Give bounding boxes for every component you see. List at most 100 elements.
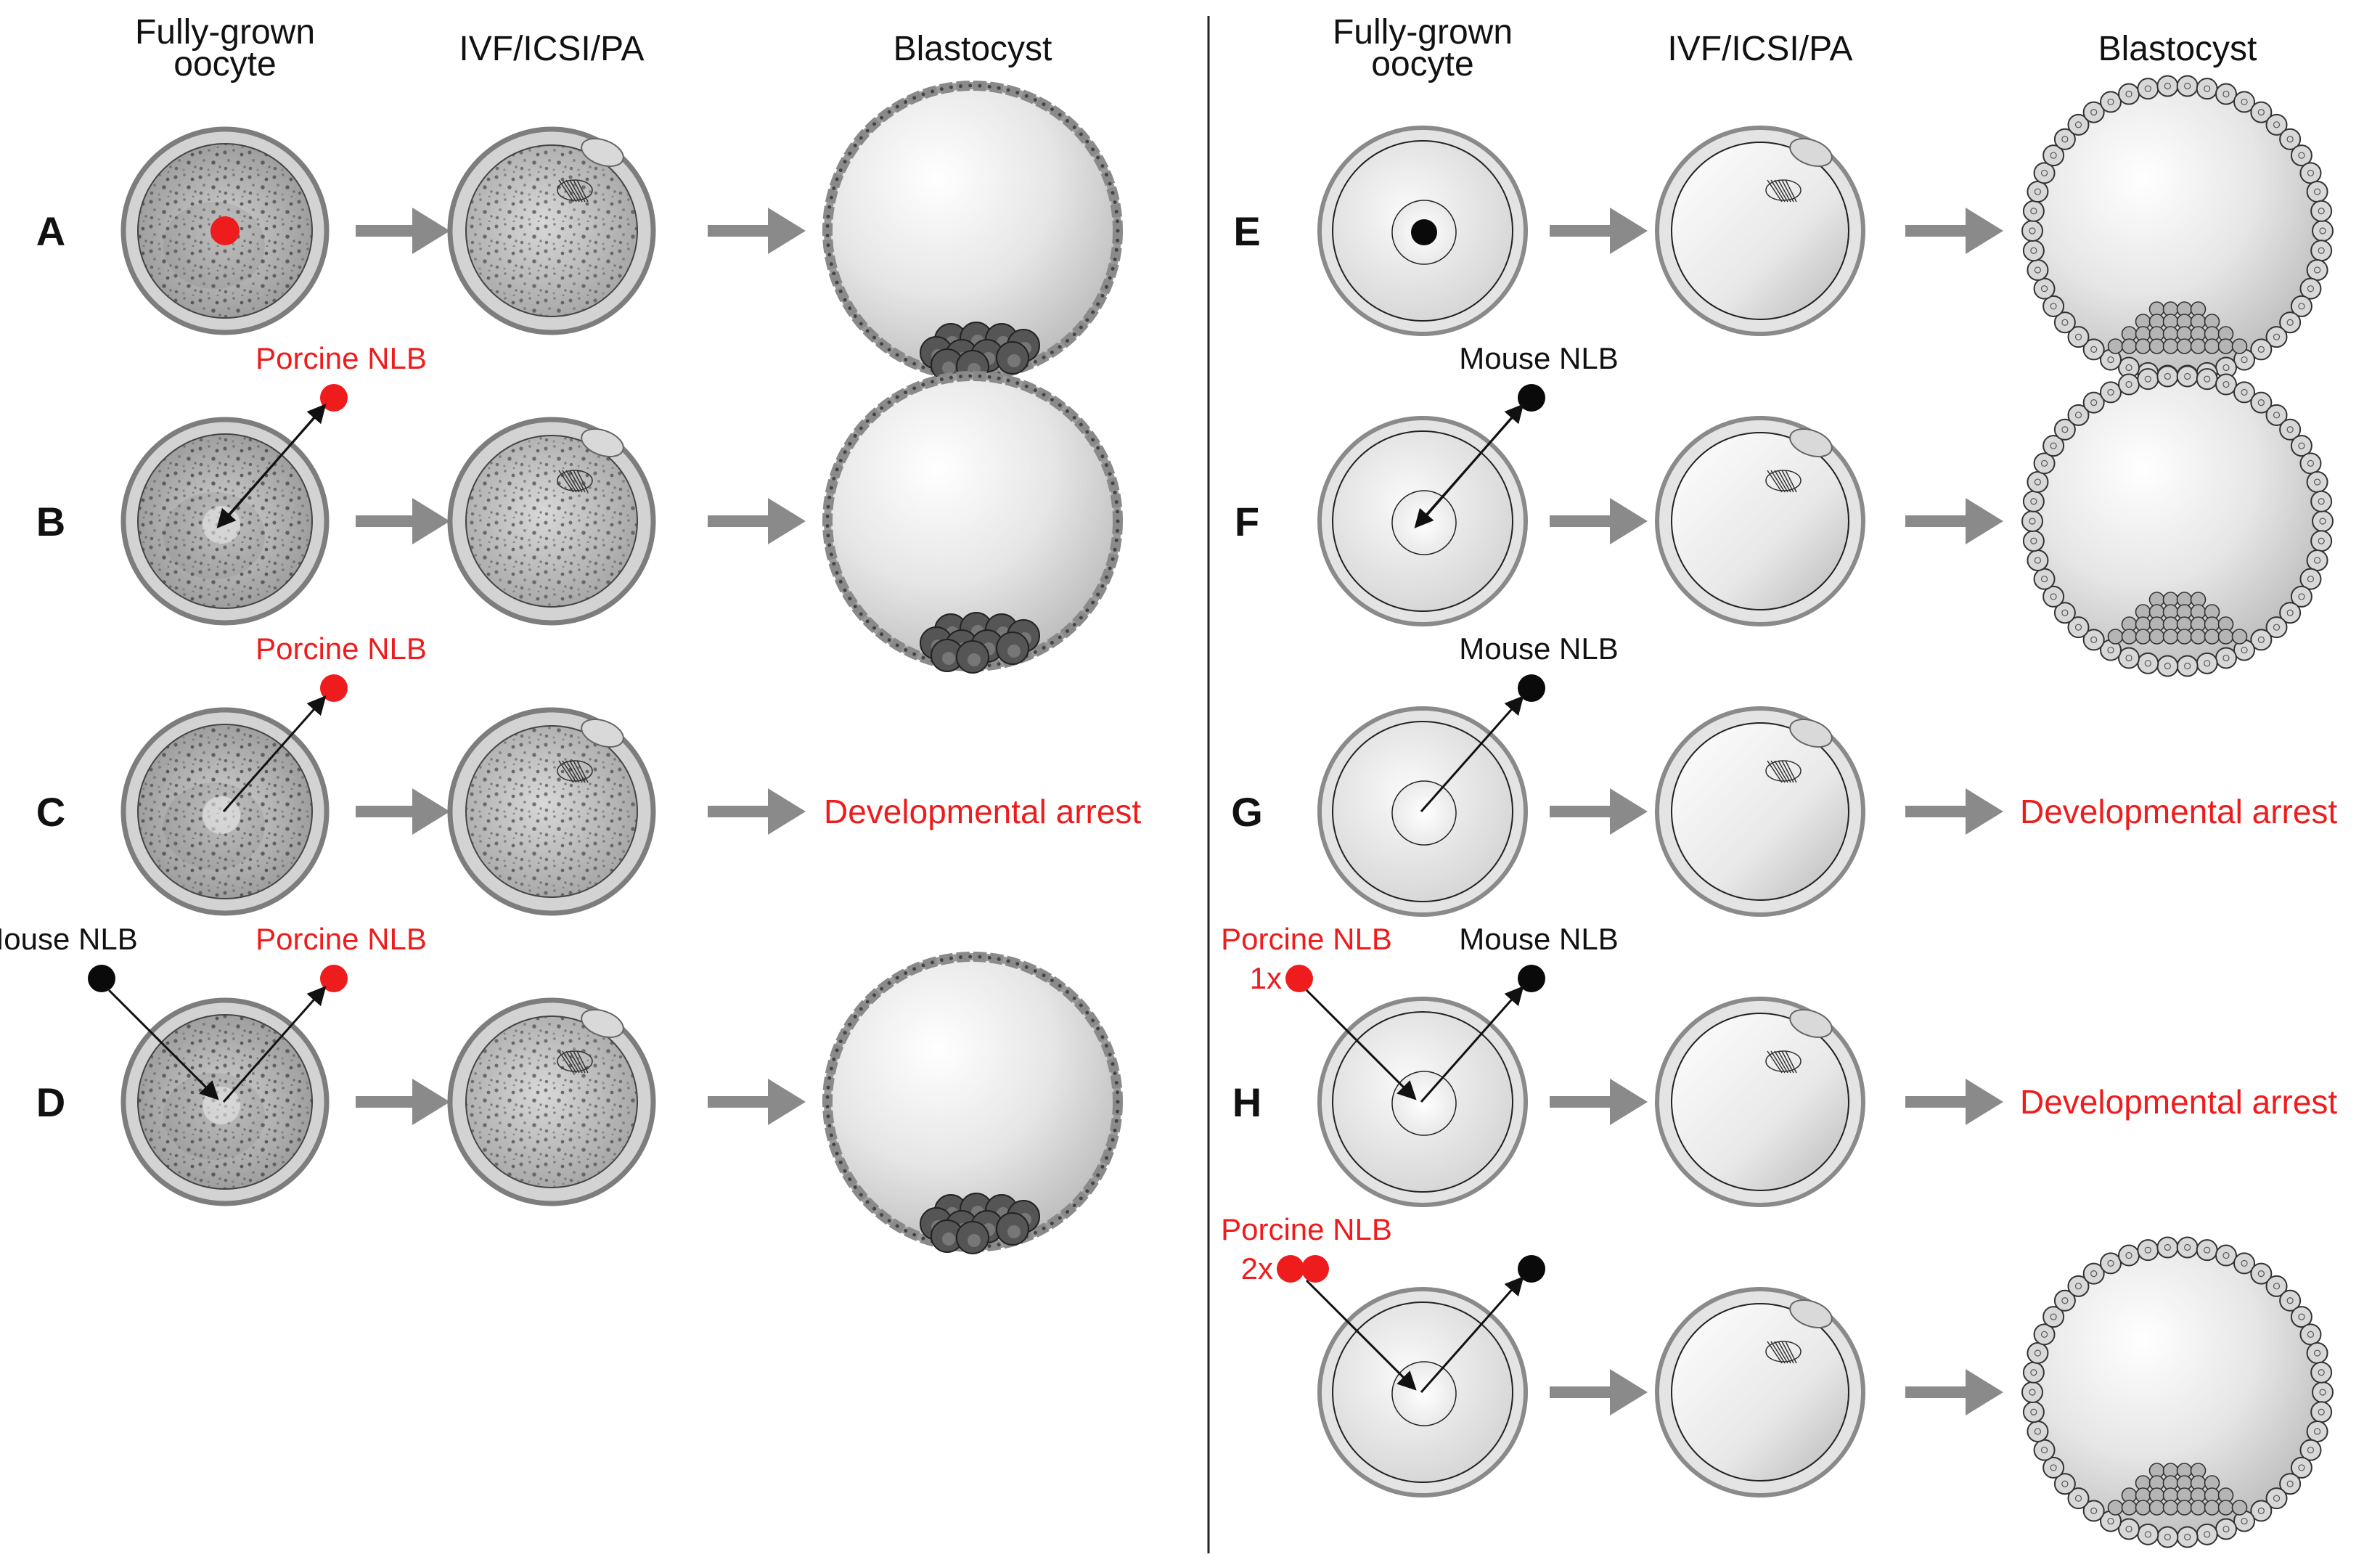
trophectoderm-cell xyxy=(2312,510,2334,532)
process-arrow-fertilization xyxy=(1550,498,1648,544)
row-label: C xyxy=(36,789,65,835)
trophectoderm-nucleus xyxy=(1116,519,1120,523)
trophectoderm-cell xyxy=(2033,1439,2056,1461)
trophectoderm-nucleus xyxy=(1050,398,1054,402)
trophectoderm-nucleus xyxy=(1006,959,1010,963)
row-label: G xyxy=(1231,789,1263,835)
process-arrow-fertilization xyxy=(356,1079,450,1125)
trophectoderm-cell xyxy=(2022,200,2045,222)
trophectoderm-nucleus xyxy=(853,433,857,438)
trophectoderm-cell xyxy=(2137,1239,2159,1262)
trophectoderm-cell xyxy=(2290,144,2312,167)
process-arrow-development xyxy=(1905,1369,2003,1415)
trophectoderm-nucleus xyxy=(1072,332,1076,337)
trophectoderm-cell xyxy=(2176,1526,2199,1548)
trophectoderm-nucleus xyxy=(2307,459,2315,467)
injected-nlb xyxy=(1277,1255,1304,1283)
trophectoderm-cell xyxy=(2082,1500,2105,1522)
removal-arrow xyxy=(1420,695,1524,812)
process-arrow-head xyxy=(768,1079,806,1125)
trophectoderm-nucleus xyxy=(2204,1246,2211,1254)
spindle xyxy=(557,1050,593,1074)
trophectoderm-nucleus xyxy=(1116,510,1120,514)
trophectoderm-nucleus xyxy=(895,353,899,357)
trophectoderm-nucleus xyxy=(838,1039,843,1044)
trophectoderm-nucleus xyxy=(1091,600,1095,605)
trophectoderm-nucleus xyxy=(848,597,852,601)
process-arrow-fertilization xyxy=(356,498,450,544)
trophectoderm-nucleus xyxy=(1085,1189,1089,1193)
icm-cell xyxy=(2148,1500,2165,1516)
spindle xyxy=(1765,1341,1802,1364)
trophectoderm-cell xyxy=(2299,1323,2322,1346)
trophectoderm-nucleus xyxy=(1058,635,1062,640)
process-arrow-fertilization xyxy=(1550,1369,1648,1415)
trophectoderm-cell xyxy=(2027,549,2049,571)
trophectoderm-cell xyxy=(2196,1523,2218,1545)
removal-arrow xyxy=(222,695,327,812)
icm-cell xyxy=(2176,338,2193,354)
trophectoderm-cell xyxy=(2021,1381,2043,1403)
process-arrow-head xyxy=(1966,1079,2003,1125)
trophectoderm-nucleus xyxy=(1042,355,1046,359)
trophectoderm-nucleus xyxy=(2222,364,2230,372)
trophectoderm-nucleus xyxy=(848,1022,852,1026)
trophectoderm-nucleus xyxy=(2090,346,2098,353)
trophectoderm-cell xyxy=(2022,530,2045,552)
trophectoderm-nucleus xyxy=(912,1233,917,1237)
spindle-fiber xyxy=(1770,179,1786,203)
spindle-fiber xyxy=(565,179,580,203)
trophectoderm-nucleus xyxy=(1100,584,1105,588)
trophectoderm-nucleus xyxy=(835,571,839,575)
trophectoderm-nucleus xyxy=(958,375,962,379)
icm-cell xyxy=(2231,629,2248,645)
trophectoderm-cell xyxy=(2265,404,2288,426)
trophectoderm-nucleus xyxy=(887,348,891,352)
trophectoderm-nucleus xyxy=(832,1057,836,1061)
trophectoderm-nucleus xyxy=(887,400,891,404)
icm-nucleus xyxy=(1007,645,1021,658)
trophectoderm-nucleus xyxy=(1079,1196,1083,1201)
trophectoderm-nucleus xyxy=(2125,90,2132,98)
trophectoderm-nucleus xyxy=(1058,403,1062,407)
trophectoderm-nucleus xyxy=(2050,1313,2057,1320)
trophectoderm-nucleus xyxy=(1091,310,1095,314)
trophectoderm-nucleus xyxy=(2273,412,2281,419)
trophectoderm-nucleus xyxy=(1116,229,1120,233)
trophectoderm-nucleus xyxy=(1042,393,1046,397)
spindle-fiber xyxy=(562,760,577,783)
trophectoderm-nucleus xyxy=(2030,498,2037,505)
trophectoderm-nucleus xyxy=(2029,227,2036,234)
cytoplasm xyxy=(1671,1013,1849,1191)
trophectoderm-cell xyxy=(2053,418,2076,441)
nucleus-remnant xyxy=(203,1087,240,1124)
trophectoderm-nucleus xyxy=(1042,973,1046,978)
trophectoderm-nucleus xyxy=(1058,345,1062,349)
trophectoderm-nucleus xyxy=(843,1169,847,1173)
icm-cell xyxy=(2162,338,2179,354)
trophectoderm-cell xyxy=(2099,91,2122,113)
trophectoderm-nucleus xyxy=(827,495,832,499)
trophectoderm-nucleus xyxy=(859,1193,863,1197)
trophectoderm-nucleus xyxy=(895,105,899,109)
trophectoderm-cell xyxy=(2042,1306,2065,1328)
trophectoderm-cell xyxy=(2265,113,2288,136)
trophectoderm-nucleus xyxy=(1050,640,1054,645)
trophectoderm-nucleus xyxy=(829,195,833,200)
trophectoderm-nucleus xyxy=(2034,1349,2042,1357)
nlb-label: Mouse NLB xyxy=(0,922,138,956)
spindle-outline xyxy=(557,760,593,782)
column-header-oocyte: oocyte xyxy=(1371,45,1473,83)
trophectoderm-cell xyxy=(2215,647,2237,669)
trophectoderm-nucleus xyxy=(2107,1259,2114,1267)
trophectoderm-nucleus xyxy=(1104,1156,1108,1160)
icm-cell xyxy=(2204,1500,2220,1516)
trophectoderm-nucleus xyxy=(1113,491,1117,495)
trophectoderm-nucleus xyxy=(1085,318,1089,322)
spindle-fiber xyxy=(565,1050,580,1074)
spindle-fiber xyxy=(573,760,586,783)
trophectoderm-nucleus xyxy=(843,160,847,164)
nucleus-remnant xyxy=(203,506,240,544)
inner-cell-mass xyxy=(920,322,1040,383)
